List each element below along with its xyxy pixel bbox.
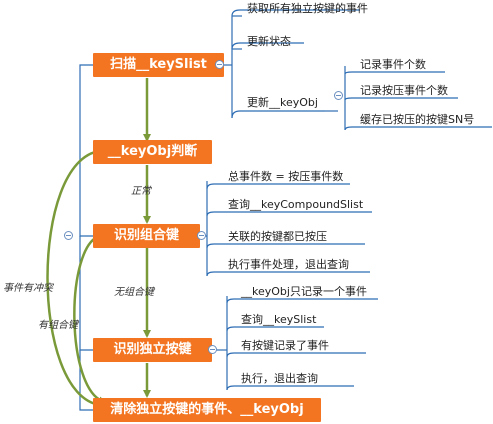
node-scan[interactable]: 扫描__keySlist [93,53,224,77]
collapse-toggle-root[interactable] [64,231,73,240]
scan-child-update-state: 更新状态 [247,35,291,48]
single-child-query-slist: 查询__keySlist [241,313,317,326]
obj-child-record-count: 记录事件个数 [360,58,426,71]
collapse-toggle-update-obj[interactable] [334,91,343,100]
node-single[interactable]: 识别独立按键 [93,338,212,362]
single-child-only-one: __keyObj只记录一个事件 [241,285,367,298]
scan-branch-lines [224,9,360,119]
node-judge[interactable]: __keyObj判断 [93,140,212,164]
update-obj-branch-lines [325,66,492,131]
combo-child-related-pressed: 关联的按键都已按压 [228,230,327,243]
obj-child-cache-sn: 缓存已按压的按键SN号 [360,113,475,126]
single-child-exec-exit: 执行，退出查询 [241,372,318,385]
node-combo[interactable]: 识别组合键 [93,224,200,248]
left-backbone [79,64,93,411]
combo-child-query-compound: 查询__keyCompoundSlist [228,198,364,211]
scan-child-update-obj: 更新__keyObj [247,96,318,109]
collapse-toggle-single[interactable] [208,345,217,354]
edge-label-normal: 正常 [131,186,151,197]
single-branch-lines [212,296,378,391]
combo-child-total: 总事件数 = 按压事件数 [228,170,344,183]
single-child-has-recorded: 有按键记录了事件 [241,339,329,352]
edge-label-conflict: 事件有冲突 [3,283,53,294]
collapse-toggle-scan[interactable] [215,60,224,69]
node-clear[interactable]: 清除独立按键的事件、__keyObj [93,398,321,422]
flow-arrows [46,78,151,409]
obj-child-record-press: 记录按压事件个数 [360,84,448,97]
edge-label-no-combo: 无组合键 [114,287,154,298]
collapse-toggle-combo[interactable] [197,231,206,240]
scan-child-get-events: 获取所有独立按键的事件 [247,2,368,15]
combo-child-exec-exit: 执行事件处理，退出查询 [228,258,349,271]
edge-label-has-combo: 有组合键 [38,320,78,331]
